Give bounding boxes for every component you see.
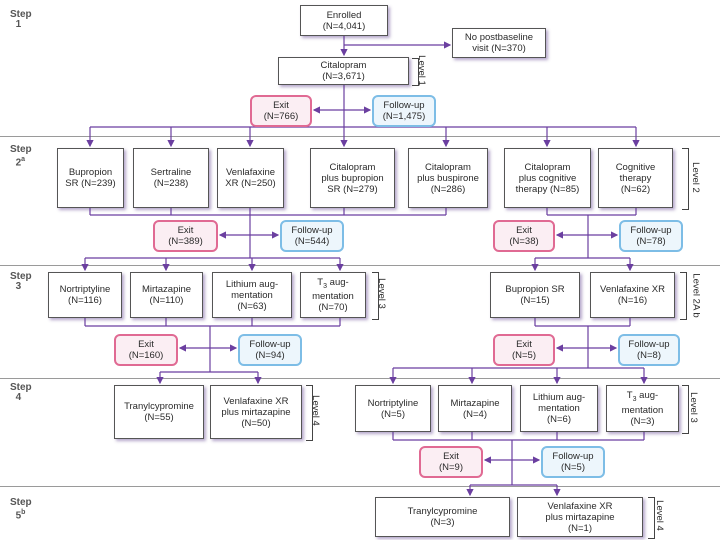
band-divider <box>0 378 720 379</box>
box-text: T3 aug- mentation (N=70) <box>312 276 354 314</box>
follow-up-box-step3-right: Follow-up (N=8) <box>618 334 680 366</box>
mirtazapine-box-step3: Mirtazapine (N=110) <box>130 272 203 318</box>
step-4-label: Step 4 <box>10 382 32 403</box>
exit-box-step1: Exit (N=766) <box>250 95 312 127</box>
exit-text: Exit (N=38) <box>509 225 539 247</box>
follow-up-text: Follow-up (N=94) <box>249 339 291 361</box>
level-2ab-label: Level 2A b <box>690 273 702 318</box>
step-2-label: Step 2a <box>10 144 32 169</box>
box-text: Citalopram plus cognitive therapy (N=85) <box>515 161 580 195</box>
box-text: Venlafaxine XR (N=16) <box>600 284 665 306</box>
follow-up-text: Follow-up (N=1,475) <box>382 100 426 122</box>
citalopram-cognitive-box: Citalopram plus cognitive therapy (N=85) <box>504 148 591 208</box>
no-postbaseline-box: No postbaseline visit (N=370) <box>452 28 546 58</box>
box-text: Tranylcypromine (N=3) <box>407 506 478 528</box>
follow-up-text: Follow-up (N=78) <box>630 225 672 247</box>
step-3-label: Step 3 <box>10 271 32 292</box>
step-1-label: Step 1 <box>10 9 32 30</box>
level-bracket <box>682 385 689 434</box>
step-5-label: Step 5b <box>10 497 32 522</box>
box-text: Sertraline (N=238) <box>150 167 192 189</box>
level-2-label: Level 2 <box>689 162 701 193</box>
sertraline-box: Sertraline (N=238) <box>133 148 209 208</box>
follow-up-box-step2-right: Follow-up (N=78) <box>619 220 683 252</box>
level-3-label-right: Level 3 <box>687 392 699 423</box>
follow-up-box-step3-left: Follow-up (N=94) <box>238 334 302 366</box>
exit-text: Exit (N=160) <box>128 339 164 361</box>
exit-box-step4: Exit (N=9) <box>419 446 483 478</box>
tranylcypromine-box-step4: Tranylcypromine (N=55) <box>114 385 204 439</box>
follow-up-text: Follow-up (N=8) <box>628 339 670 361</box>
box-text: Cognitive therapy (N=62) <box>615 161 656 195</box>
bupropion-sr-box: Bupropion SR (N=239) <box>57 148 124 208</box>
exit-text: Exit (N=766) <box>263 100 299 122</box>
venlafaxine-mirtazapine-box-step4: Venlafaxine XR plus mirtazapine (N=50) <box>210 385 302 439</box>
box-text: Mirtazapine (N=4) <box>450 397 500 420</box>
box-text: Bupropion SR (N=15) <box>505 284 565 306</box>
box-text: Lithium aug- mentation (N=63) <box>225 278 279 312</box>
exit-text: Exit (N=9) <box>438 451 464 473</box>
exit-text: Exit (N=5) <box>511 339 537 361</box>
enrolled-box: Enrolled (N=4,041) <box>300 5 388 36</box>
exit-box-step2-left: Exit (N=389) <box>153 220 218 252</box>
box-text: Nortriptyline (N=5) <box>367 397 419 420</box>
box-text: Lithium aug- mentation (N=6) <box>532 392 586 425</box>
nortriptyline-box-step4: Nortriptyline (N=5) <box>355 385 431 432</box>
band-divider <box>0 486 720 487</box>
follow-up-box-step1: Follow-up (N=1,475) <box>372 95 436 127</box>
box-text: Bupropion SR (N=239) <box>65 167 116 189</box>
follow-up-text: Follow-up (N=5) <box>552 451 594 473</box>
level-4-label-right: Level 4 <box>653 500 665 531</box>
box-text: Citalopram plus buspirone (N=286) <box>417 161 479 195</box>
band-divider <box>0 265 720 266</box>
citalopram-buspirone-box: Citalopram plus buspirone (N=286) <box>408 148 488 208</box>
level-4-label-left: Level 4 <box>309 395 321 426</box>
bupropion-sr-box-step3: Bupropion SR (N=15) <box>490 272 580 318</box>
box-text: Tranylcypromine (N=55) <box>124 401 194 423</box>
box-text: Mirtazapine (N=110) <box>141 284 192 306</box>
lithium-augmentation-box-step3: Lithium aug- mentation (N=63) <box>212 272 292 318</box>
level-bracket <box>648 497 655 539</box>
level-bracket <box>306 385 313 441</box>
citalopram-bupropion-box: Citalopram plus bupropion SR (N=279) <box>310 148 395 208</box>
nortriptyline-box-step3: Nortriptyline (N=116) <box>48 272 122 318</box>
box-text: Citalopram plus bupropion SR (N=279) <box>321 161 384 195</box>
exit-box-step3-right: Exit (N=5) <box>493 334 555 366</box>
follow-up-text: Follow-up (N=544) <box>291 225 333 247</box>
level-bracket <box>412 58 419 86</box>
follow-up-box-step2-left: Follow-up (N=544) <box>280 220 344 252</box>
box-text: Nortriptyline (N=116) <box>59 284 111 306</box>
level-bracket <box>682 148 689 210</box>
level-bracket <box>372 272 379 320</box>
venlafaxine-xr-box-step3: Venlafaxine XR (N=16) <box>590 272 675 318</box>
box-text: Venlafaxine XR plus mirtazapine (N=50) <box>221 395 291 429</box>
level-bracket <box>680 272 687 320</box>
exit-box-step3-left: Exit (N=160) <box>114 334 178 366</box>
follow-up-box-step4: Follow-up (N=5) <box>541 446 605 478</box>
mirtazapine-box-step4: Mirtazapine (N=4) <box>438 385 512 432</box>
venlafaxine-xr-box: Venlafaxine XR (N=250) <box>217 148 284 208</box>
enrolled-text: Enrolled (N=4,041) <box>322 9 366 32</box>
cognitive-therapy-box: Cognitive therapy (N=62) <box>598 148 673 208</box>
level-1-label: Level 1 <box>415 55 427 86</box>
t3-augmentation-box-step3: T3 aug- mentation (N=70) <box>300 272 366 318</box>
box-text: Venlafaxine XR plus mirtazapine (N=1) <box>545 500 615 534</box>
exit-text: Exit (N=389) <box>168 225 203 247</box>
tranylcypromine-box-step5: Tranylcypromine (N=3) <box>375 497 510 537</box>
band-divider <box>0 136 720 137</box>
citalopram-box: Citalopram (N=3,671) <box>278 57 409 85</box>
level-3-label: Level 3 <box>375 278 387 309</box>
box-text: T3 aug- mentation (N=3) <box>621 390 664 427</box>
citalopram-text: Citalopram (N=3,671) <box>320 60 367 82</box>
exit-box-step2-right: Exit (N=38) <box>493 220 555 252</box>
no-postbaseline-text: No postbaseline visit (N=370) <box>464 32 534 54</box>
t3-augmentation-box-step4: T3 aug- mentation (N=3) <box>606 385 679 432</box>
venlafaxine-mirtazapine-box-step5: Venlafaxine XR plus mirtazapine (N=1) <box>517 497 643 537</box>
lithium-augmentation-box-step4: Lithium aug- mentation (N=6) <box>520 385 598 432</box>
box-text: Venlafaxine XR (N=250) <box>225 167 276 189</box>
